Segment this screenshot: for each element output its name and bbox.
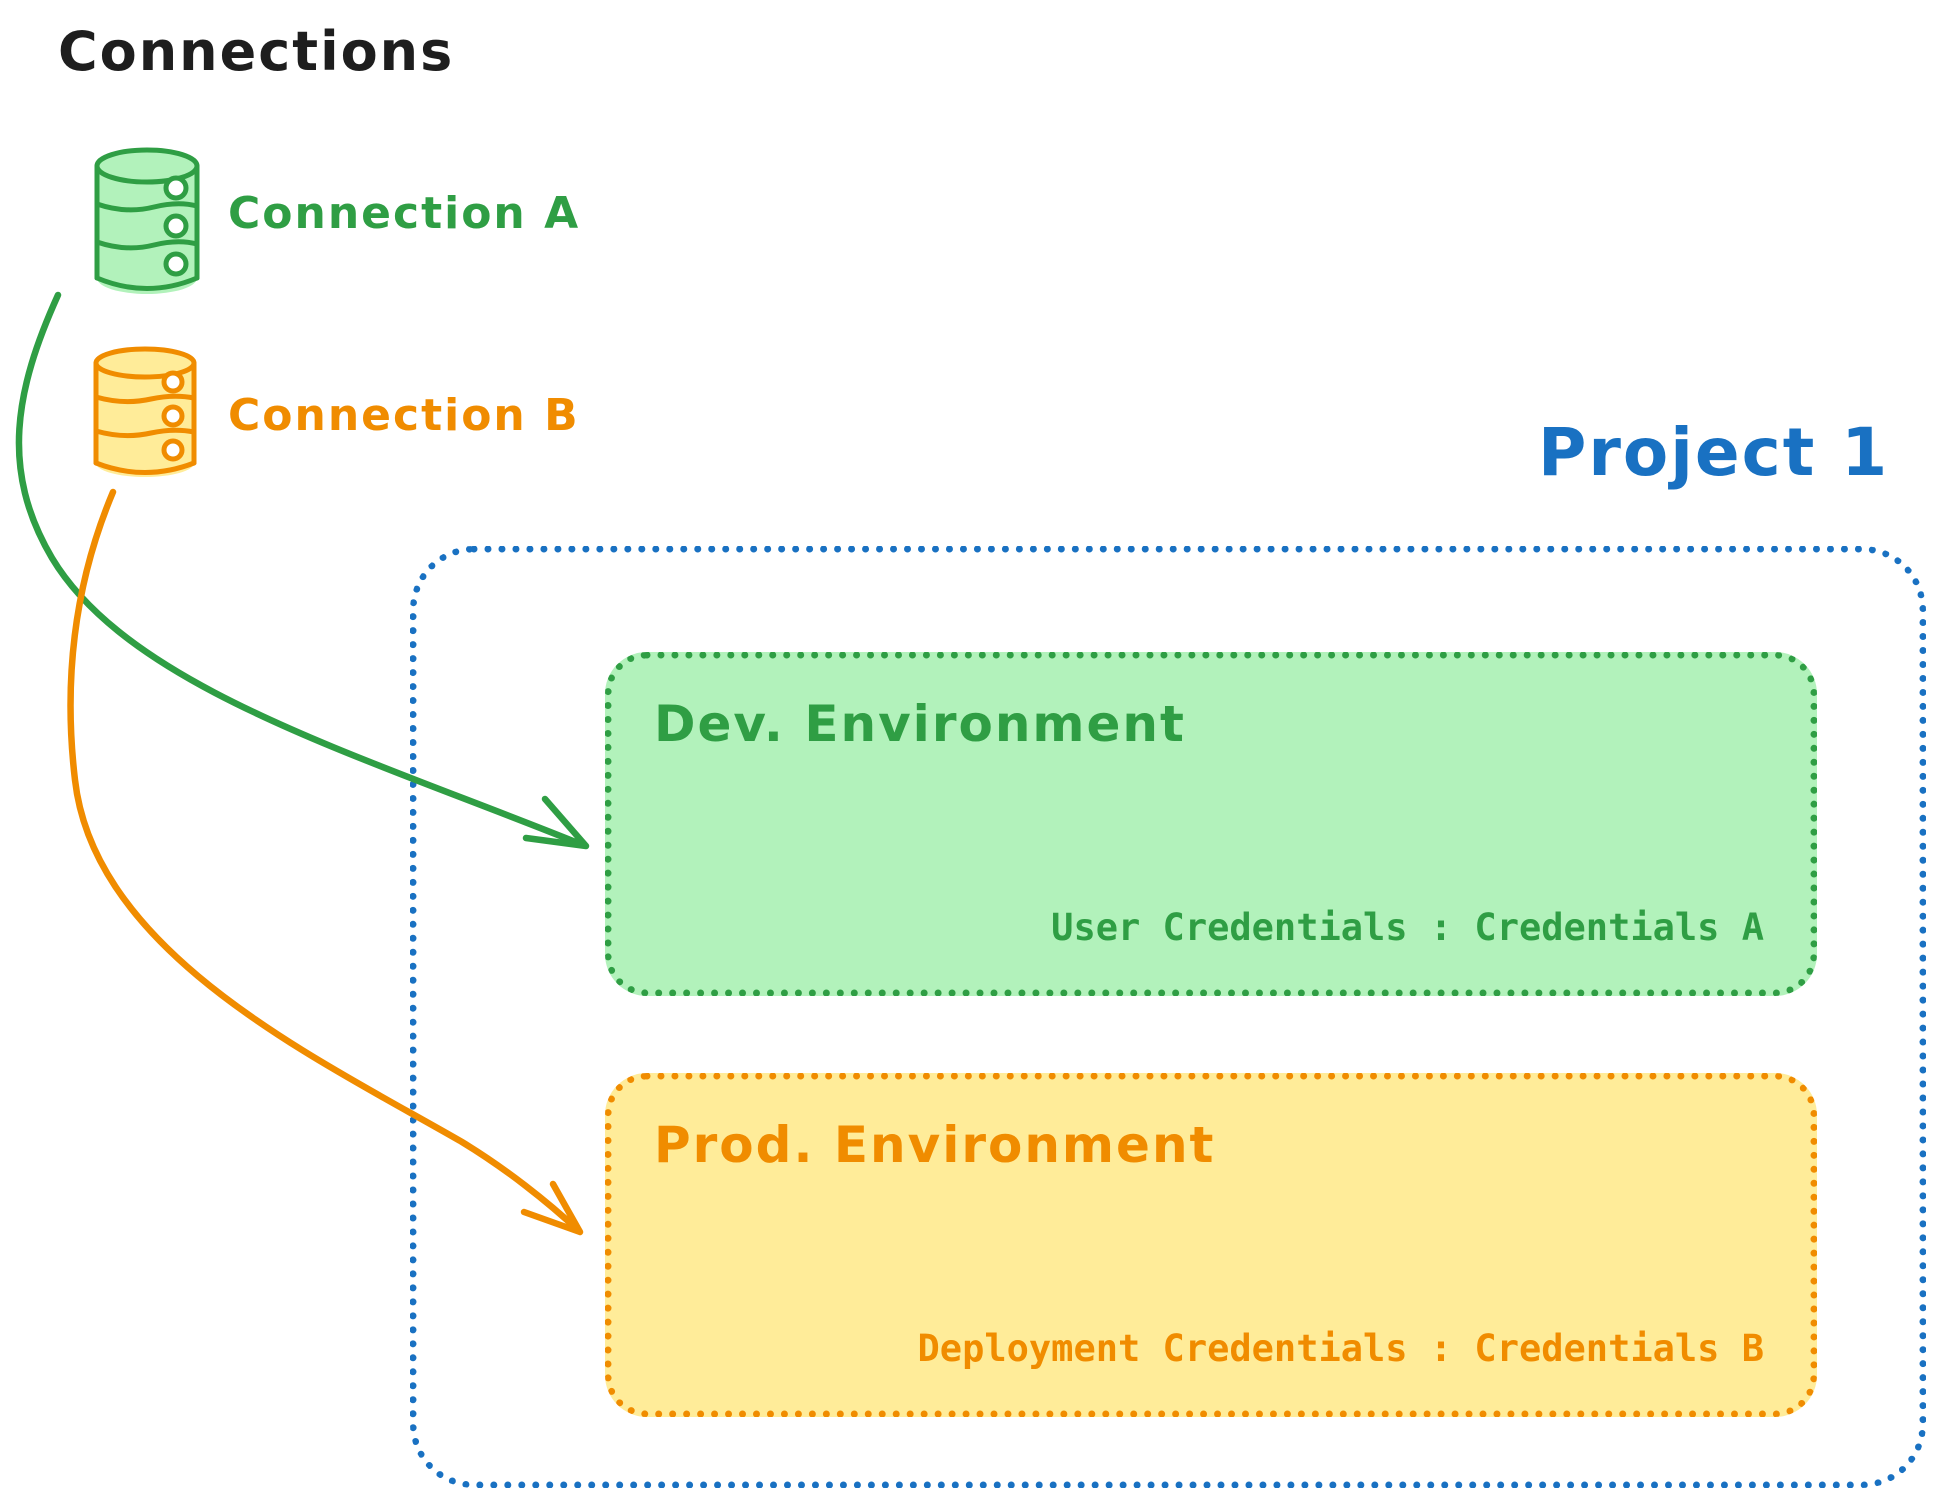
database-icon-connection-a: [88, 142, 208, 302]
diagram-title: Connections: [58, 20, 455, 83]
connection-b-label: Connection B: [228, 390, 580, 441]
database-icon-connection-b: [88, 342, 203, 484]
dev-environment-box: Dev. Environment User Credentials : Cred…: [605, 652, 1817, 996]
project-title: Project 1: [1538, 414, 1890, 491]
database-icon: [94, 147, 200, 294]
prod-environment-box: Prod. Environment Deployment Credentials…: [605, 1073, 1817, 1417]
dev-environment-title: Dev. Environment: [654, 695, 1186, 753]
database-icon: [93, 346, 197, 477]
prod-environment-title: Prod. Environment: [654, 1116, 1216, 1174]
prod-environment-credentials: Deployment Credentials : Credentials B: [917, 1327, 1764, 1370]
dev-environment-credentials: User Credentials : Credentials A: [1051, 906, 1764, 949]
connection-a-label: Connection A: [228, 188, 581, 239]
